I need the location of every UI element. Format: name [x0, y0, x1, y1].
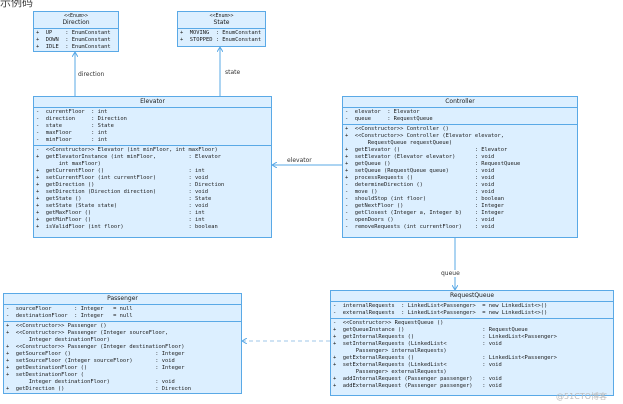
- elevator-method: + getElevatorInstance (int minFloor, : E…: [36, 154, 221, 160]
- controller-attribute: - queue : RequestQueue: [345, 116, 433, 122]
- requestqueue-attribute: - externalRequests : LinkedList<Passenge…: [333, 310, 548, 316]
- passenger-attribute: - destinationFloor : Integer = null: [6, 313, 133, 319]
- requestqueue-method: + getQueueInstance () : RequestQueue: [333, 327, 528, 333]
- passenger-method: + getSourceFloor () : Integer: [6, 351, 185, 357]
- requestqueue-method: + getInternalRequests () : LinkedList<Pa…: [333, 334, 557, 340]
- elevator-method: + getCurrentFloor () : int: [36, 168, 205, 174]
- elevator-method: + setDirection (Direction direction) : v…: [36, 189, 209, 195]
- requestqueue-class-name: RequestQueue: [449, 292, 495, 299]
- elevator-method: + getMaxFloor () : int: [36, 210, 205, 216]
- requestqueue-method: Passenger> externalRequests): [333, 369, 447, 375]
- passenger-method: + <<Constructor>> Passenger (Integer des…: [6, 344, 185, 350]
- state-label: state: [224, 69, 242, 76]
- requestqueue-attribute: - internalRequests : LinkedList<Passenge…: [333, 303, 548, 309]
- elevator-method: + getMinFloor () : int: [36, 217, 205, 223]
- direction-attribute: + IDLE : EnumConstant: [36, 44, 111, 50]
- requestqueue-method: + addExternalRequest (Passenger passenge…: [333, 383, 502, 389]
- controller-method: - shouldStop (int floor) : boolean: [345, 196, 505, 202]
- elevator-method: + setCurrentFloor (int currentFloor) : v…: [36, 175, 209, 181]
- elevator-method: + getDirection () : Direction: [36, 182, 225, 188]
- controller-class-name: Controller: [445, 98, 475, 105]
- requestqueue-method: Passenger> internalRequests): [333, 348, 447, 354]
- state-class-name: State: [213, 19, 230, 26]
- elevator-attribute: - currentFloor : int: [36, 109, 108, 115]
- passenger-method: Integer destinationFloor) : void: [6, 379, 175, 385]
- direction-class-name: Direction: [62, 19, 90, 26]
- direction-attribute: + UP : EnumConstant: [36, 30, 111, 36]
- elevator-attribute: - direction : Direction: [36, 116, 127, 122]
- state-attribute: + MOVING : EnumConstant: [180, 30, 262, 36]
- controller-method: - getNextFloor () : Integer: [345, 203, 505, 209]
- passenger-method: + getDirection () : Direction: [6, 386, 191, 392]
- requestqueue-method: + setInternalRequests (LinkedList< : voi…: [333, 341, 502, 347]
- controller-method: + setElevator (Elevator elevator) : void: [345, 154, 495, 160]
- requestqueue-method: + setExternalRequests (LinkedList< : voi…: [333, 362, 502, 368]
- elevator-method: + setState (State state) : void: [36, 203, 209, 209]
- controller-method: - openDoors () : void: [345, 217, 495, 223]
- caption-note: 示例码: [0, 0, 33, 9]
- passenger-class-name: Passenger: [107, 295, 138, 302]
- controller-method: + setQueue (RequestQueue queue) : void: [345, 168, 495, 174]
- controller-attribute: - elevator : Elevator: [345, 109, 420, 115]
- direction-attribute: + DOWN : EnumConstant: [36, 37, 111, 43]
- passenger-method: + setSourceFloor (Integer sourceFloor) :…: [6, 358, 175, 364]
- controller-method: - move () : void: [345, 189, 495, 195]
- controller-method: + getQueue () : RequestQueue: [345, 161, 521, 167]
- passenger-class-box: Passenger - sourceFloor : Integer = null…: [3, 293, 242, 394]
- elevator-class-name: Elevator: [140, 98, 165, 105]
- controller-method: RequestQueue requestQueue): [345, 140, 453, 146]
- elevator-method: + getState () : State: [36, 196, 212, 202]
- requestqueue-method: + getExternalRequests () : LinkedList<Pa…: [333, 355, 557, 361]
- elevator-attribute: - maxFloor : int: [36, 130, 108, 136]
- elevator-method: int maxFloor): [36, 161, 101, 167]
- elevator-attribute: - minFloor : int: [36, 137, 108, 143]
- passenger-method: + <<Constructor>> Passenger (Integer sou…: [6, 330, 169, 336]
- requestqueue-method: + addInternalRequest (Passenger passenge…: [333, 376, 502, 382]
- controller-method: + getElevator () : Elevator: [345, 147, 508, 153]
- controller-method: - getClosest (Integer a, Integer b) : In…: [345, 210, 505, 216]
- watermark: @51CTO博客: [556, 392, 607, 401]
- direction-class-box: <<Enum>> Direction + UP : EnumConstant +…: [33, 11, 119, 52]
- controller-class-box: Controller - elevator : Elevator - queue…: [342, 96, 578, 238]
- elevator-method: + isValidFloor (int floor) : boolean: [36, 224, 218, 230]
- direction-stereotype: <<Enum>>: [63, 13, 89, 19]
- passenger-method: + getDestinationFloor () : Integer: [6, 365, 185, 371]
- controller-method: + processRequests () : void: [345, 175, 495, 181]
- direction-label: direction: [77, 71, 106, 78]
- queue-label: queue: [440, 270, 461, 277]
- requestqueue-class-box: RequestQueue - internalRequests : Linked…: [330, 290, 614, 396]
- elevator-label: elevator: [286, 157, 313, 164]
- controller-method: + <<Constructor>> Controller (Elevator e…: [345, 133, 505, 139]
- passenger-method: Integer destinationFloor): [6, 337, 110, 343]
- controller-method: + <<Constructor>> Controller (): [345, 126, 449, 132]
- passenger-method: + <<Constructor>> Passenger (): [6, 323, 107, 329]
- controller-method: - removeRequests (int currentFloor) : vo…: [345, 224, 495, 230]
- elevator-attribute: - state : State: [36, 123, 114, 129]
- requestqueue-method: - <<Constructor>> RequestQueue (): [333, 320, 444, 326]
- controller-method: - determineDirection () : void: [345, 182, 495, 188]
- state-class-box: <<Enum>> State + MOVING : EnumConstant +…: [177, 11, 266, 47]
- state-attribute: + STOPPED : EnumConstant: [180, 37, 262, 43]
- elevator-method: - <<Constructor>> Elevator (int minFloor…: [36, 147, 218, 153]
- passenger-method: + setDestinationFloor (: [6, 372, 84, 378]
- elevator-class-box: Elevator - currentFloor : int - directio…: [33, 96, 272, 238]
- passenger-attribute: - sourceFloor : Integer = null: [6, 306, 133, 312]
- state-stereotype: <<Enum>>: [209, 13, 234, 19]
